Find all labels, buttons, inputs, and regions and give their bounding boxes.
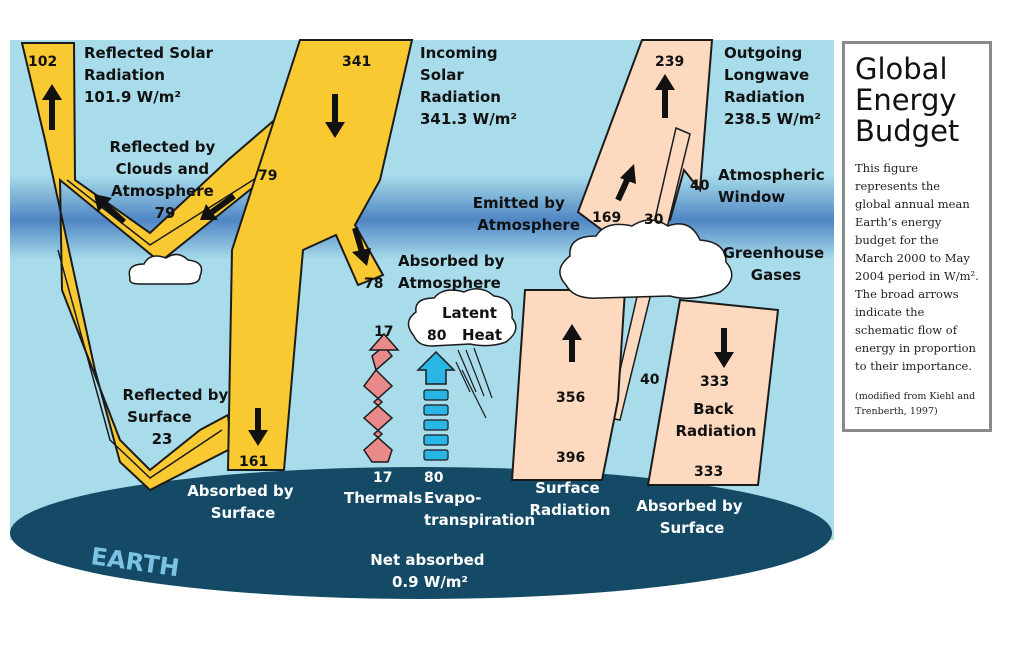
rain-lines <box>455 347 493 419</box>
arrow-up-left-icon <box>94 194 127 225</box>
arrow-down-left-icon <box>200 193 236 220</box>
value-surface-bottom: 396 <box>556 450 585 466</box>
value-window-top: 40 <box>690 178 710 194</box>
value-thermals-top: 17 <box>374 324 393 340</box>
reflected-inner-line <box>57 167 273 479</box>
back-radiation-column <box>646 298 780 486</box>
info-description: This figure represents the global annual… <box>855 161 979 373</box>
label-reflected-surface: Reflected by Surface 23 <box>123 386 234 448</box>
label-net-absorbed: Net absorbed 0.9 W/m² <box>370 551 490 591</box>
arrow-down-icon <box>248 408 268 446</box>
value-reflected-solar: 102 <box>28 54 57 70</box>
value-window-low: 40 <box>640 372 660 388</box>
arrow-down-icon <box>325 94 345 138</box>
label-surface-radiation: Surface Radiation <box>530 479 611 519</box>
value-latent: 80 <box>427 328 447 344</box>
value-absorbed-atmosphere: 78 <box>364 276 383 292</box>
label-absorbed-surface-right: Absorbed by Surface <box>636 497 748 537</box>
outgoing-longwave-arrow-shape <box>576 39 714 247</box>
value-thermals-bottom: 17 <box>373 470 392 486</box>
value-evapo-bottom: 80 <box>424 470 444 486</box>
latent-heat-cloud-icon <box>407 288 517 347</box>
value-incoming: 341 <box>342 54 371 70</box>
value-absorbed-surface-solar: 161 <box>239 454 268 470</box>
info-title-line: Energy <box>855 83 957 117</box>
evapotranspiration-arrow-icon <box>416 350 456 461</box>
info-title: Global Energy Budget <box>855 54 979 147</box>
arrow-up-icon <box>42 84 62 130</box>
label-greenhouse-gases: Greenhouse Gases <box>723 244 830 284</box>
label-reflected-clouds: Reflected by Clouds and Atmosphere 79 <box>110 138 221 222</box>
label-absorbed-surface-left: Absorbed by Surface <box>187 482 299 522</box>
thermals-arrow-icon <box>362 344 394 463</box>
reflected-solar-arrow-shape <box>20 42 314 492</box>
label-heat: Heat <box>462 326 502 344</box>
value-emitted-atmosphere: 169 <box>592 210 621 226</box>
thermals-arrow-head <box>368 332 400 351</box>
value-clouds: 79 <box>258 168 277 184</box>
info-box: Global Energy Budget This figure represe… <box>842 41 992 432</box>
info-title-line: Budget <box>855 114 960 148</box>
label-reflected-solar: Reflected Solar Radiation 101.9 W/m² <box>84 44 218 106</box>
label-evapotranspiration: Evapo- transpiration <box>424 489 535 529</box>
arrow-up-right-icon <box>615 164 636 202</box>
label-back-radiation: Back Radiation <box>676 400 757 440</box>
label-latent: Latent <box>442 304 497 322</box>
info-title-line: Global <box>855 52 948 86</box>
arrow-down-icon <box>714 328 734 368</box>
arrow-up-icon <box>655 74 675 118</box>
value-outgoing: 239 <box>655 54 684 70</box>
label-absorbed-atmosphere: Absorbed by Atmosphere <box>398 252 510 292</box>
label-thermals: Thermals <box>344 489 422 507</box>
direction-arrows <box>42 74 734 446</box>
incoming-solar-arrow-shape <box>226 39 414 471</box>
value-back-top: 333 <box>700 374 729 390</box>
value-window-inner: 30 <box>644 212 664 228</box>
value-back-bottom: 333 <box>694 464 723 480</box>
value-surface-up: 356 <box>556 390 585 406</box>
info-source: (modified from Kiehl and Trenberth, 1997… <box>855 391 976 417</box>
arrow-up-icon <box>562 324 582 362</box>
label-atmospheric-window: Atmospheric Window <box>718 166 830 206</box>
earth-ellipse <box>10 467 832 599</box>
arrow-down-icon <box>352 227 371 266</box>
label-outgoing: Outgoing Longwave Radiation 238.5 W/m² <box>724 44 821 128</box>
greenhouse-cloud-icon <box>559 219 733 299</box>
label-emitted-atmosphere: Emitted by Atmosphere <box>473 194 580 234</box>
label-incoming: Incoming Solar Radiation 341.3 W/m² <box>420 44 517 128</box>
small-cloud-icon <box>128 253 203 285</box>
